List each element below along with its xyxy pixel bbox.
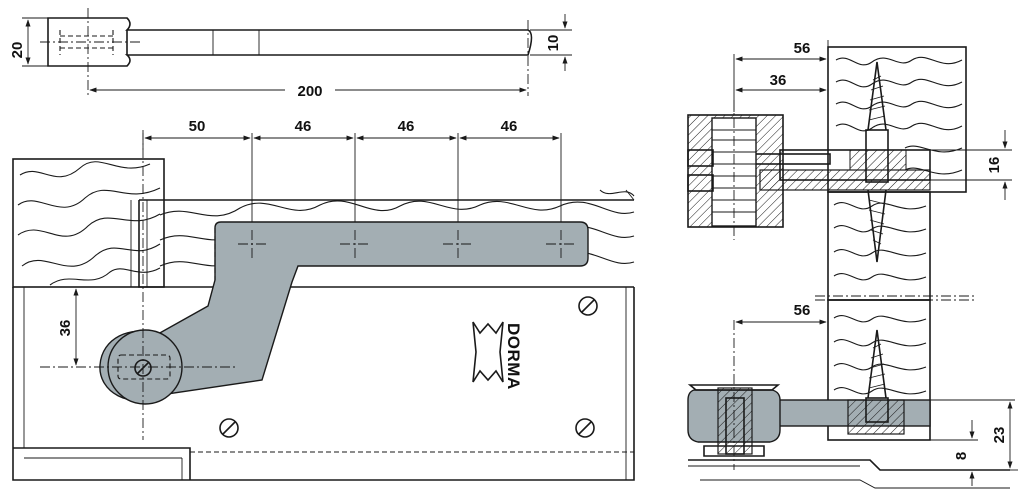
side-view-lower: 56 23 8 bbox=[687, 299, 1018, 489]
dim-height-20: 20 bbox=[9, 42, 26, 59]
side-view-upper: 56 36 16 bbox=[687, 40, 1012, 301]
dim-upper-16: 16 bbox=[986, 157, 1003, 174]
dorma-logo: DORMA bbox=[472, 321, 523, 390]
dim-length-200: 200 bbox=[297, 83, 322, 100]
wood-screws-upper bbox=[849, 61, 907, 263]
pivot-arm bbox=[99, 221, 589, 401]
dim-thickness-10: 10 bbox=[545, 35, 562, 52]
top-view: 20 10 200 bbox=[9, 8, 572, 100]
dim-upper-36: 36 bbox=[770, 72, 787, 89]
dim-spacing-46-c: 46 bbox=[501, 118, 518, 135]
dim-spacing-50: 50 bbox=[189, 118, 206, 135]
dorma-logo-text: DORMA bbox=[504, 323, 523, 390]
dim-pivot-36: 36 bbox=[57, 320, 74, 337]
dim-spacing-46-b: 46 bbox=[398, 118, 415, 135]
dim-lower-8: 8 bbox=[953, 452, 970, 460]
arm-screw-holes bbox=[238, 230, 576, 260]
dim-upper-56: 56 bbox=[794, 40, 811, 57]
dim-spacing-46-a: 46 bbox=[295, 118, 312, 135]
front-view: DORMA 50 46 46 46 36 bbox=[12, 118, 635, 481]
dim-lower-23: 23 bbox=[991, 427, 1008, 444]
plate-screws bbox=[219, 296, 598, 438]
dim-lower-56: 56 bbox=[794, 302, 811, 319]
